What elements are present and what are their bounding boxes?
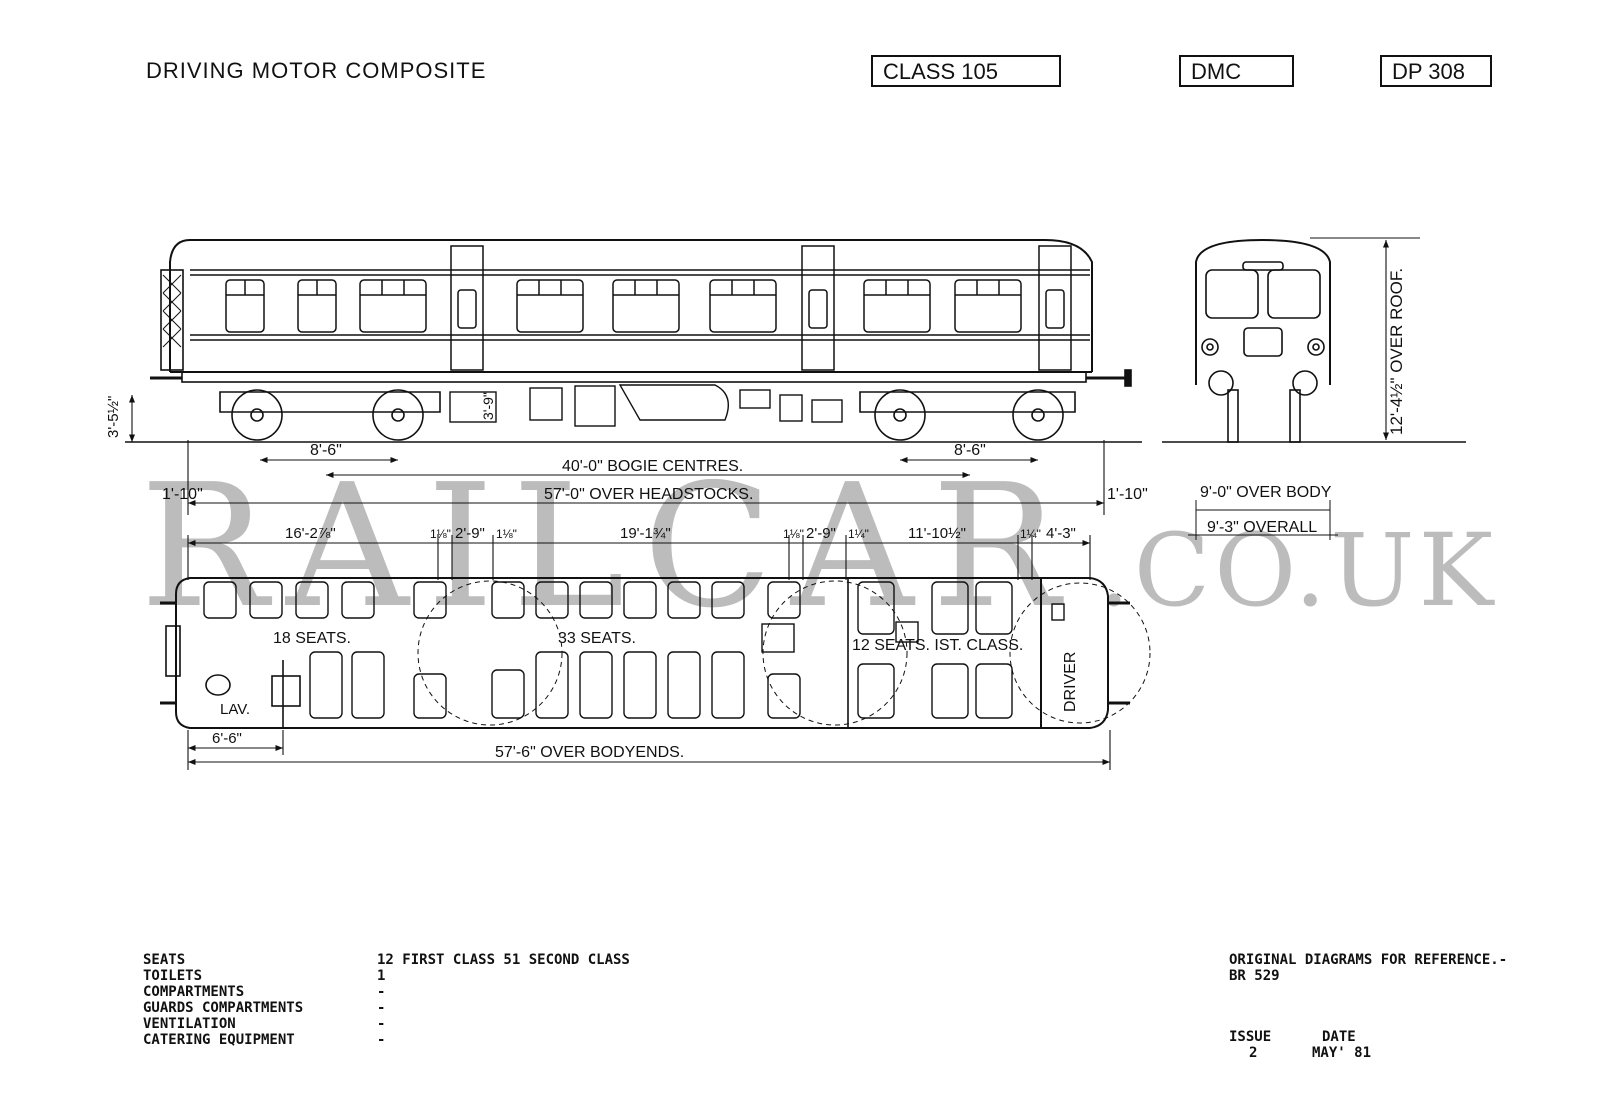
- plan-view: [160, 577, 1151, 729]
- dim-underframe-box: 3'-9": [480, 392, 496, 420]
- plan-dim-5: 1⅛": [783, 527, 804, 541]
- spec-value-seats: 12 FIRST CLASS 51 SECOND CLASS: [377, 952, 630, 968]
- class-box: CLASS 105: [871, 55, 1061, 87]
- dim-bogie-wheelbase-left: 8'-6": [310, 442, 342, 459]
- drawing-title: DRIVING MOTOR COMPOSITE: [146, 58, 487, 83]
- spec-value-ventilation: -: [377, 1016, 386, 1032]
- dim-over-roof: 12'-4½" OVER ROOF.: [1387, 268, 1406, 435]
- area-driver: DRIVER: [1062, 652, 1079, 712]
- dim-over-bodyends: 57'-6" OVER BODYENDS.: [495, 744, 684, 761]
- date-value: MAY' 81: [1312, 1045, 1372, 1061]
- spec-label-ventilation: VENTILATION: [143, 1016, 236, 1032]
- diagram-number-box: DP 308: [1380, 55, 1492, 87]
- plan-dim-1: 1⅛": [430, 527, 451, 541]
- spec-value-catering: -: [377, 1032, 386, 1048]
- plan-dim-6: 2'-9": [806, 525, 836, 542]
- plan-top-dimension-line: [187, 535, 1091, 580]
- dim-overall: 9'-3" OVERALL: [1207, 519, 1317, 536]
- dim-bogie-wheelbase-right: 8'-6": [954, 442, 986, 459]
- dim-bogie-centres: 40'-0" BOGIE CENTRES.: [562, 458, 743, 475]
- plan-top-dimensions: 16'-2⅞" 1⅛" 2'-9" 1⅛" 19'-1¾" 1⅛" 2'-9" …: [285, 525, 1076, 542]
- spec-label-seats: SEATS: [143, 952, 186, 968]
- plan-dim-0: 16'-2⅞": [285, 525, 336, 542]
- spec-labels: SEATS TOILETS COMPARTMENTS GUARDS COMPAR…: [143, 952, 303, 1048]
- plan-dim-9: 1¼": [1020, 527, 1041, 541]
- dim-overhang-right: 1'-10": [1107, 486, 1148, 503]
- spec-label-guards: GUARDS COMPARTMENTS: [143, 1000, 304, 1016]
- area-lavatory: LAV.: [220, 701, 250, 718]
- watermark-suffix: .CO.UK: [1098, 512, 1497, 629]
- plan-dim-10: 4'-3": [1046, 525, 1076, 542]
- side-dimensions: [128, 395, 1105, 515]
- plan-dim-8: 11'-10½": [908, 525, 966, 542]
- dim-height-rail: 3'-5½": [105, 396, 122, 438]
- issue-value: 2: [1249, 1045, 1258, 1061]
- dim-over-headstocks: 57'-0" OVER HEADSTOCKS.: [544, 486, 753, 503]
- spec-value-compartments: -: [377, 984, 386, 1000]
- issue-label: ISSUE: [1229, 1029, 1272, 1045]
- dim-over-body: 9'-0" OVER BODY: [1200, 484, 1332, 501]
- reference-heading: ORIGINAL DIAGRAMS FOR REFERENCE.-: [1229, 952, 1508, 968]
- side-elevation: [125, 239, 1142, 443]
- dim-overhang-left: 1'-10": [162, 486, 203, 503]
- area-33-seats: 33 SEATS.: [558, 630, 636, 647]
- reference-diagram: BR 529: [1229, 968, 1280, 984]
- spec-label-toilets: TOILETS: [143, 968, 203, 984]
- area-18-seats: 18 SEATS.: [273, 630, 351, 647]
- end-elevation: [1162, 237, 1466, 540]
- area-first-class-seats: 12 SEATS. IST. CLASS.: [852, 637, 1023, 654]
- plan-bottom-dimension-lines: [187, 730, 1111, 770]
- spec-values: 12 FIRST CLASS 51 SECOND CLASS 1 - - - -: [377, 952, 630, 1048]
- plan-dim-7: 1¼": [848, 527, 869, 541]
- date-label: DATE: [1322, 1029, 1356, 1045]
- watermark-main: RAILCAR: [140, 448, 1078, 646]
- spec-value-toilets: 1: [377, 968, 386, 984]
- plan-dim-4: 19'-1¾": [620, 525, 671, 542]
- spec-value-guards: -: [377, 1000, 386, 1016]
- spec-label-catering: CATERING EQUIPMENT: [143, 1032, 295, 1048]
- plan-dim-2: 2'-9": [455, 525, 485, 542]
- plan-dim-3: 1⅛": [496, 527, 517, 541]
- type-code-box: DMC: [1179, 55, 1294, 87]
- spec-label-compartments: COMPARTMENTS: [143, 984, 245, 1000]
- dim-lavatory-length: 6'-6": [212, 730, 242, 747]
- watermark: RAILCAR .CO.UK: [140, 448, 1497, 646]
